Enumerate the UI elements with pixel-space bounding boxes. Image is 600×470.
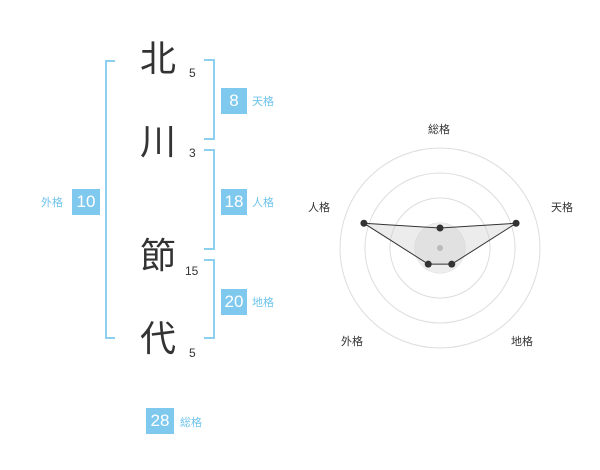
radar-axis-label-gaikaku: 外格 xyxy=(341,335,363,348)
stroke-count-4: 5 xyxy=(189,346,196,360)
radar-axis-label-jinkaku: 人格 xyxy=(308,201,330,214)
radar-axis-label-tenkaku: 天格 xyxy=(551,201,573,214)
chikaku-bracket xyxy=(204,259,215,339)
jinkaku-label: 人格 xyxy=(252,196,274,209)
radar-point-1 xyxy=(436,224,444,232)
radar-ring-3 xyxy=(364,172,516,324)
jinkaku-bracket xyxy=(204,149,215,250)
tenkaku-label: 天格 xyxy=(252,95,274,108)
radar-ring-2 xyxy=(389,197,491,299)
gaikaku-bracket xyxy=(105,60,115,339)
name-char-4: 代 xyxy=(140,319,177,360)
name-char-2: 川 xyxy=(140,122,177,163)
chikaku-value: 20 xyxy=(221,289,247,315)
tenkaku-bracket xyxy=(204,59,215,140)
name-char-1: 北 xyxy=(140,39,177,80)
gaikaku-label: 外格 xyxy=(41,196,63,209)
soukaku-label: 総格 xyxy=(180,416,202,429)
radar-point-5 xyxy=(360,219,368,227)
radar-point-2 xyxy=(512,219,520,227)
name-char-3: 節 xyxy=(140,236,177,277)
radar-axis-label-chikaku: 地格 xyxy=(511,335,533,348)
radar-ring-4 xyxy=(339,147,541,349)
gaikaku-value: 10 xyxy=(72,189,100,215)
jinkaku-value: 18 xyxy=(221,189,247,215)
tenkaku-value: 8 xyxy=(221,88,247,114)
radar-point-4 xyxy=(424,260,432,268)
chikaku-label: 地格 xyxy=(252,296,274,309)
radar-center-dot xyxy=(437,245,443,251)
soukaku-value: 28 xyxy=(146,408,174,434)
stroke-count-1: 5 xyxy=(189,66,196,80)
stroke-count-2: 3 xyxy=(189,146,196,160)
stroke-count-3: 15 xyxy=(185,264,199,278)
radar-axis-label-soukaku: 総格 xyxy=(428,123,450,136)
radar-polygon xyxy=(363,222,517,265)
radar-point-3 xyxy=(448,260,456,268)
